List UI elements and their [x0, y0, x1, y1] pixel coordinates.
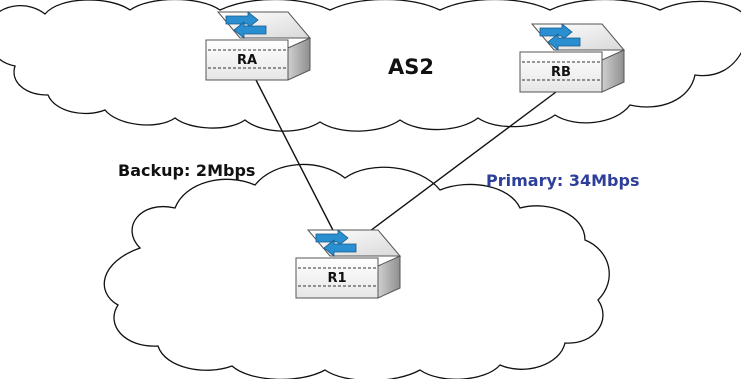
router-rb[interactable]: RB — [519, 23, 626, 93]
backup-link — [255, 79, 339, 241]
backup-link-label: Backup: 2Mbps — [118, 161, 255, 180]
router-ra[interactable]: RA — [205, 11, 312, 81]
router-icon — [315, 229, 357, 257]
router-rb-label: RB — [551, 65, 571, 80]
primary-link-label: Primary: 34Mbps — [486, 171, 639, 190]
router-ra-label: RA — [237, 53, 257, 68]
router-r1[interactable]: R1 — [295, 229, 402, 299]
router-icon — [539, 23, 581, 51]
router-r1-label: R1 — [327, 271, 346, 286]
primary-link — [357, 91, 557, 241]
as2-label: AS2 — [388, 55, 434, 79]
router-icon — [225, 11, 267, 39]
as2-cloud — [0, 0, 741, 132]
